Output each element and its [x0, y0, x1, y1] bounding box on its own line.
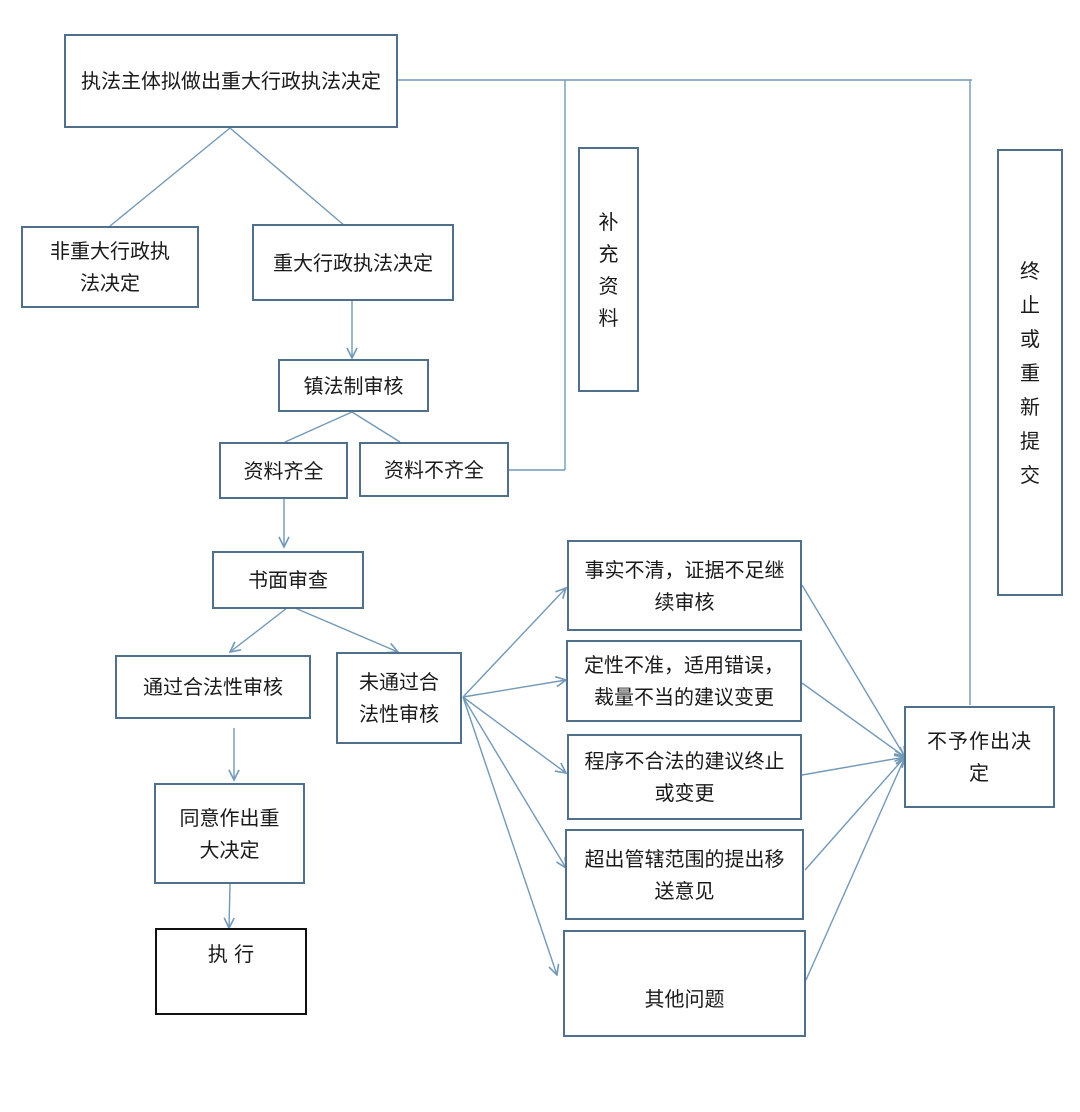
arrow-nature-to-no-decision [801, 682, 905, 757]
arrow-to-out-of-jurisdiction [462, 696, 566, 868]
arrow-procedure-to-no-decision [801, 757, 905, 776]
node-incomplete: 资料不齐全 [359, 442, 509, 497]
node-complete: 资料齐全 [219, 442, 348, 499]
arrow-to-illegal-procedure [462, 696, 566, 773]
node-passed: 通过合法性审核 [115, 655, 311, 719]
node-other-issues: 其他问题 [563, 930, 806, 1037]
arrow-written-to-not-passed [294, 607, 398, 652]
node-written-review: 书面审查 [212, 551, 364, 609]
line-review-to-incomplete [351, 411, 401, 443]
node-illegal-procedure: 程序不合法的建议终止或变更 [567, 734, 802, 820]
node-supplement: 补充资料 [578, 147, 639, 392]
arrow-to-other-issues [462, 696, 557, 975]
node-start: 执法主体拟做出重大行政执法决定 [64, 34, 398, 128]
node-out-of-jurisdiction: 超出管辖范围的提出移送意见 [565, 829, 804, 920]
arrow-jurisdiction-to-no-decision [804, 757, 905, 871]
node-not-passed: 未通过合法性审核 [336, 652, 462, 744]
line-start-to-major [229, 127, 346, 227]
node-major: 重大行政执法决定 [252, 224, 454, 301]
arrow-other-to-no-decision [805, 757, 905, 981]
node-town-review: 镇法制审核 [278, 359, 429, 412]
node-agree: 同意作出重大决定 [154, 783, 305, 884]
arrow-to-wrong-nature [462, 680, 566, 698]
line-start-to-non-major [109, 127, 231, 227]
node-execute: 执 行 [155, 928, 307, 1015]
arrow-written-to-passed [230, 607, 288, 652]
line-review-to-complete [284, 411, 353, 443]
node-non-major: 非重大行政执法决定 [21, 226, 199, 308]
arrow-to-facts-unclear [462, 588, 566, 698]
node-facts-unclear: 事实不清，证据不足继续审核 [567, 540, 802, 631]
arrow-agree-to-execute [229, 883, 230, 928]
node-wrong-nature: 定性不准，适用错误，裁量不当的建议变更 [566, 640, 802, 722]
node-terminate-resubmit: 终止或重新提交 [997, 149, 1063, 596]
node-no-decision: 不予作出决定 [904, 706, 1055, 808]
arrow-facts-to-no-decision [801, 584, 905, 757]
